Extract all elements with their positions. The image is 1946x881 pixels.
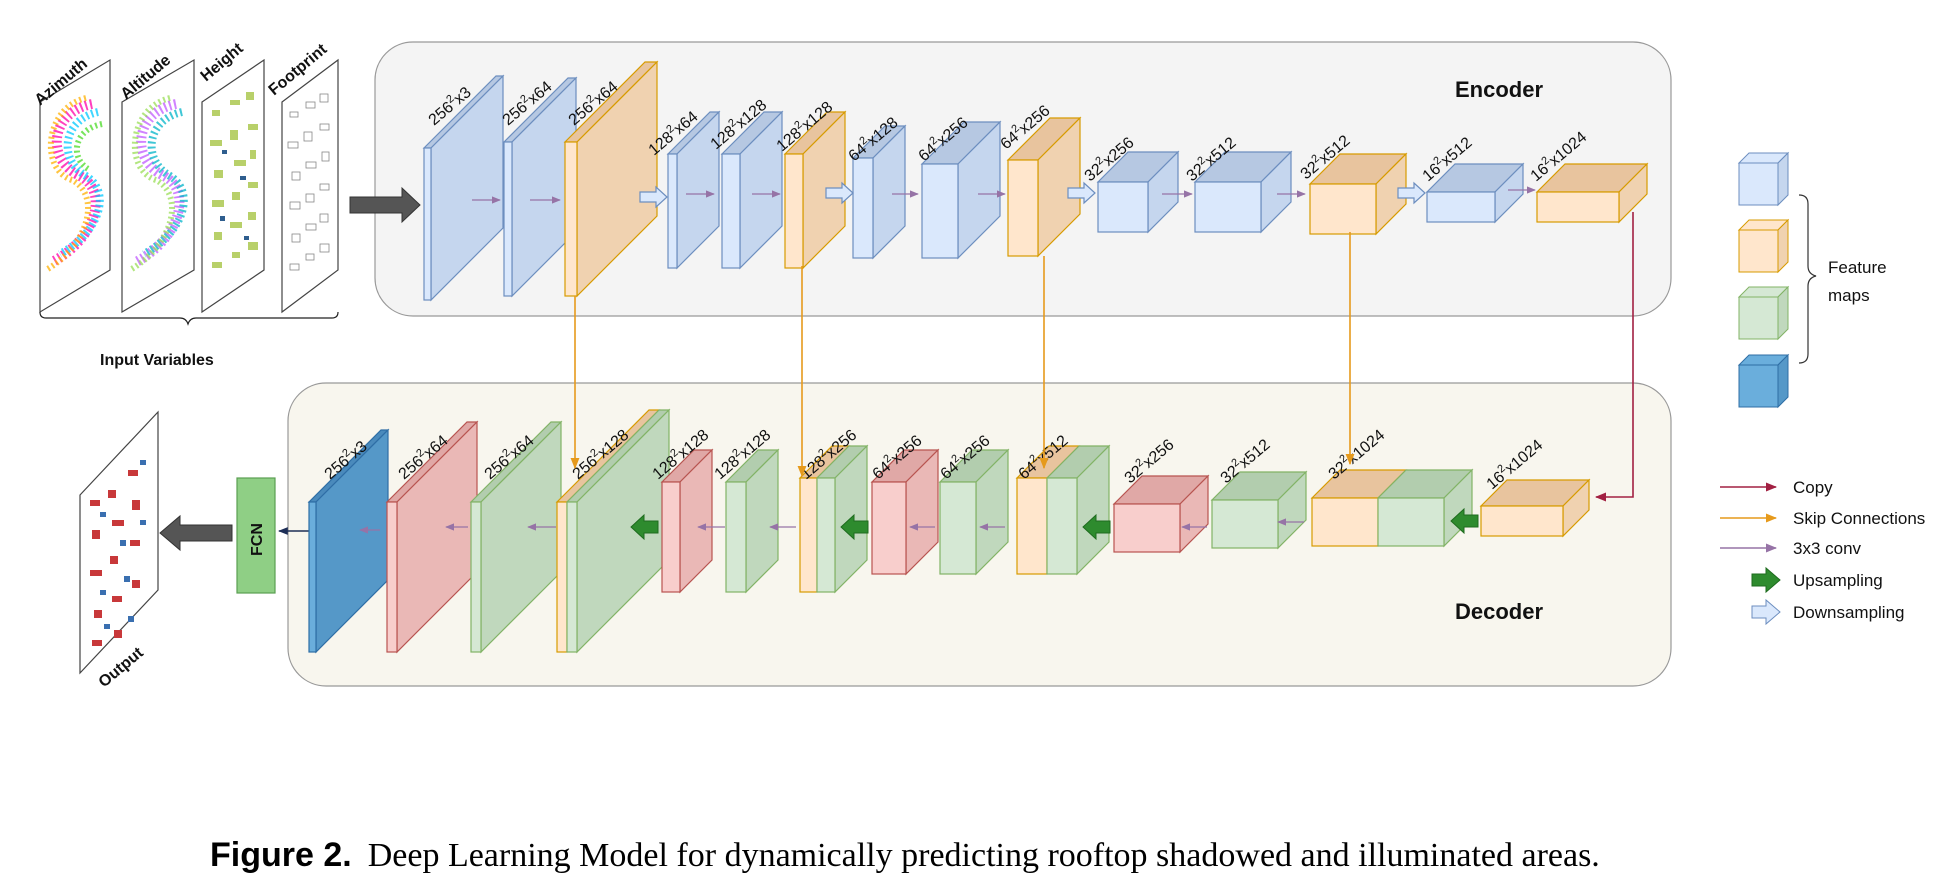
upsampling-arrows (630, 507, 1479, 541)
input-images: Azimuth Altitude Height Footprint Input … (32, 40, 339, 369)
encoder-layer-block (1308, 152, 1408, 236)
legend-skip-label: Skip Connections (1793, 509, 1925, 528)
fcn-box (236, 477, 276, 594)
decoder-layer-block (1310, 468, 1474, 548)
upsampling-arrow (1450, 507, 1479, 535)
altitude-image (121, 58, 195, 314)
input-arrow (349, 186, 421, 224)
downsampling-arrow (825, 181, 854, 205)
decoder-title: Decoder (1455, 599, 1543, 624)
fcn-label: FCN (249, 523, 266, 556)
decoder-layer-block (1210, 470, 1308, 550)
encoder-layer-block (720, 110, 784, 270)
caption-text: Deep Learning Model for dynamically pred… (368, 837, 1600, 874)
encoder-layer-block (783, 110, 847, 270)
legend-feature-maps-line-1: Feature (1828, 258, 1887, 277)
downsampling-arrow (1067, 181, 1096, 205)
legend-brace (1798, 194, 1817, 364)
decoder-layer-block (555, 408, 671, 654)
decoder-layer-block (385, 420, 479, 654)
legend-feature-maps-line-2: maps (1828, 286, 1870, 305)
figure-caption: Figure 2. Deep Learning Model for dynami… (210, 836, 1600, 874)
decoder-layer-block (938, 448, 1010, 576)
conv-arrows (359, 186, 1536, 534)
encoder-title: Encoder (1455, 77, 1543, 102)
copy-connection (1594, 212, 1634, 502)
legend-feature-blue (1737, 151, 1790, 207)
encoder-layer-block (1535, 162, 1649, 224)
decoder-layer-block (724, 448, 780, 594)
upsampling-arrow (1082, 513, 1111, 541)
skip-connections (570, 232, 1355, 478)
decoder-layer-block (1479, 478, 1591, 538)
input-group-label: Input Variables (100, 352, 214, 369)
encoder-layer-block (1006, 116, 1082, 258)
input-brace (39, 311, 339, 326)
downsampling-arrow (1397, 181, 1426, 205)
caption-label: Figure 2. (210, 836, 352, 874)
downsampling-arrows (639, 181, 1426, 209)
encoder-layer-block (422, 74, 505, 302)
azimuth-image (39, 58, 111, 314)
decoder-layer-block (870, 448, 940, 576)
footprint-image (281, 58, 339, 314)
downsampling-arrow (639, 185, 668, 209)
legend-conv-label: 3x3 conv (1793, 539, 1862, 558)
legend-downsampling-arrow (1751, 598, 1781, 626)
legend-copy-label: Copy (1793, 478, 1833, 497)
legend-feature-green (1737, 285, 1790, 341)
output-label: Output (96, 644, 148, 691)
legend-feature-darkblue (1737, 353, 1790, 409)
legend-feature-orange (1737, 218, 1790, 274)
decoder-layer-block (1112, 474, 1210, 554)
legend-upsampling-label: Upsampling (1793, 571, 1883, 590)
output-image: Output (79, 410, 159, 691)
upsampling-arrow (630, 513, 659, 541)
encoder-layer-block (920, 120, 1002, 260)
encoder-layer-block (563, 60, 659, 298)
legend-downsampling-label: Downsampling (1793, 603, 1905, 622)
decoder-layer-block (660, 448, 714, 594)
encoder-layer-block (502, 76, 578, 298)
encoder-layer-block (666, 110, 721, 270)
decoder-layer-block (307, 428, 390, 654)
encoder-layer-block (1096, 150, 1180, 234)
height-image (201, 58, 265, 314)
legend-upsampling-arrow (1751, 566, 1781, 594)
encoder-layer-block (1193, 150, 1293, 234)
legend: Feature maps Copy Skip Connections 3x3 c… (1720, 151, 1925, 626)
output-arrow (159, 514, 233, 552)
encoder-layer-block (1425, 162, 1525, 224)
upsampling-arrow (840, 513, 869, 541)
decoder-layer-block (1015, 444, 1111, 576)
encoder-layer-block (851, 124, 907, 260)
